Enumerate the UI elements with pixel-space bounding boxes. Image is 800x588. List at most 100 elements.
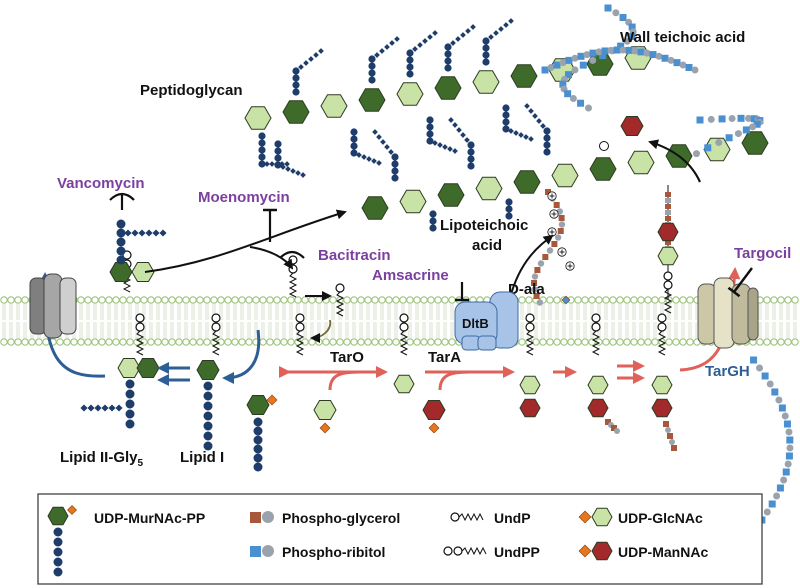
- phosphate-bead: [756, 364, 764, 372]
- lipid-i-label: Lipid I: [180, 449, 224, 466]
- lipid-tail: [525, 330, 535, 356]
- peptide-bead: [426, 116, 434, 124]
- peptide-bead: [429, 210, 437, 218]
- glycerol-unit: [667, 433, 673, 439]
- peptide-bead: [426, 123, 434, 131]
- mannac-hexagon: [657, 222, 679, 242]
- glcnac-hexagon: [131, 262, 155, 282]
- lipid-ii-inner-anchor: [135, 313, 145, 356]
- lipid-head-inner: [315, 338, 323, 346]
- phosphate-circle: [657, 313, 667, 323]
- lipid-head-inner: [119, 338, 127, 346]
- glycine-diamond: [303, 60, 309, 66]
- lipid-head-outer: [441, 296, 449, 304]
- lipid-tail: [135, 330, 145, 356]
- lipid-head-inner: [224, 338, 232, 346]
- glycine-diamond: [442, 144, 448, 150]
- lipid-head-inner: [553, 338, 561, 346]
- linker-phosphate: [599, 141, 609, 151]
- glycine-diamond: [279, 161, 285, 167]
- peptide-bead: [116, 228, 126, 238]
- ribitol-square: [737, 114, 745, 122]
- wall-teichoic-acid-chains: [541, 4, 794, 564]
- lipid-head-outer: [434, 296, 442, 304]
- legend-phosphate-circle: [453, 546, 463, 556]
- targh-transporter: [697, 277, 759, 349]
- murnac-hexagon: [361, 196, 389, 220]
- glycerol-square: [534, 267, 541, 273]
- lipid-head-outer: [385, 296, 393, 304]
- phosphate-bead: [728, 115, 736, 123]
- phosphate-circle: [211, 313, 221, 323]
- glycine-diamond: [372, 129, 378, 135]
- lipid-head-outer: [595, 296, 603, 304]
- phosphate-bead: [559, 59, 567, 67]
- lipid-tail: [211, 330, 221, 356]
- glycerol-unit: [665, 216, 671, 221]
- polymerization-arrow: [144, 209, 347, 273]
- moenomycin-label: Moenomycin: [198, 189, 290, 206]
- peptide-bead: [406, 63, 414, 71]
- peptide-bead: [125, 399, 135, 409]
- dltb-label: DltB: [462, 316, 489, 331]
- phosphate-bead: [589, 56, 597, 64]
- lipid-head-inner: [644, 338, 652, 346]
- lipid-head-outer: [623, 296, 631, 304]
- lipoteichoic-acid-label: Lipoteichoic: [440, 217, 528, 234]
- undpp-release-arrow: [249, 246, 294, 270]
- lipid-head-outer: [196, 296, 204, 304]
- ribitol-square: [718, 115, 726, 123]
- glycine-diamond: [460, 132, 466, 138]
- peptide-bead: [125, 379, 135, 389]
- glycine-diamond: [101, 404, 109, 412]
- legend-peptide-bead: [53, 547, 63, 557]
- lipid-head-inner: [385, 338, 393, 346]
- lipid-tail: [663, 288, 673, 314]
- peptide-bead: [482, 58, 490, 66]
- glycine-diamond: [536, 118, 542, 124]
- lipid-head-outer: [168, 296, 176, 304]
- ribitol-square: [776, 484, 784, 492]
- glycine-diamond: [508, 18, 514, 24]
- glcnac-hexagon: [393, 374, 415, 394]
- phosphate-bead: [780, 476, 788, 484]
- lipid-head-inner: [126, 338, 134, 346]
- glycine-diamond: [513, 130, 519, 136]
- phosphate-bead: [571, 54, 579, 62]
- glycine-diamond: [437, 142, 443, 148]
- legend-phosphate-circle: [443, 546, 453, 556]
- glycine-diamond: [488, 34, 494, 40]
- glycine-diamond: [371, 158, 377, 164]
- glycerol-square: [553, 202, 560, 208]
- peptide-bead: [350, 149, 358, 157]
- lipid-head-outer: [189, 296, 197, 304]
- phosphate-bead: [569, 94, 577, 102]
- glycine-diamond: [388, 149, 394, 155]
- peptide-bead: [406, 70, 414, 78]
- glycerol-square: [557, 228, 564, 234]
- vancomycin-label: Vancomycin: [57, 175, 145, 192]
- glcnac-hexagon: [396, 82, 424, 106]
- legend-peptide-bead: [53, 567, 63, 577]
- lipid-head-inner: [371, 338, 379, 346]
- phosphate-bead: [531, 286, 538, 293]
- glycine-diamond: [427, 34, 433, 40]
- lipid-head-outer: [182, 296, 190, 304]
- phosphate-circle: [591, 322, 601, 332]
- peptide-bead: [482, 44, 490, 52]
- mannac-hexagon: [587, 398, 609, 418]
- lipid-head-inner: [532, 338, 540, 346]
- glycine-diamond: [447, 146, 453, 152]
- lipid-head-outer: [350, 296, 358, 304]
- peptide-bead: [444, 57, 452, 65]
- glycine-diamond: [455, 36, 461, 42]
- peptide-bead: [444, 64, 452, 72]
- lipid-head-outer: [763, 296, 771, 304]
- glycine-diamond: [94, 404, 102, 412]
- peptide-bead: [116, 246, 126, 256]
- glycerol-square: [551, 241, 558, 247]
- phosphate-circle: [211, 322, 221, 332]
- d-ala-transfer-arrow: [509, 234, 554, 299]
- glycine-diamond: [124, 229, 132, 237]
- lipid-head-inner: [287, 338, 295, 346]
